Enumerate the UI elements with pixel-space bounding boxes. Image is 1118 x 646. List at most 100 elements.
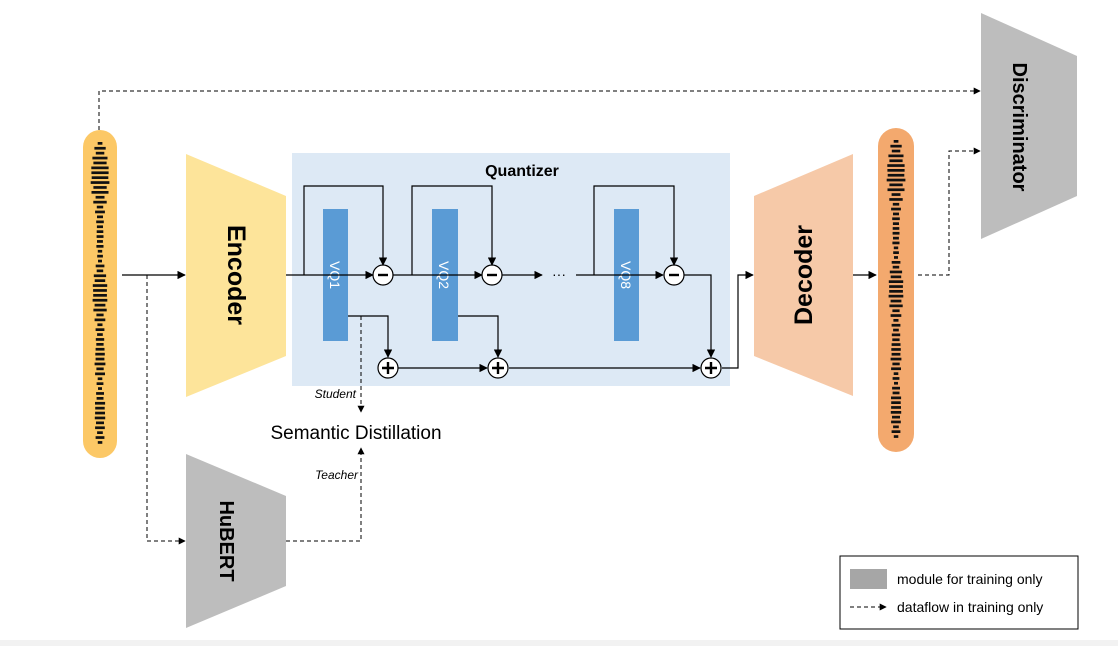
waveform-bar (894, 256, 898, 259)
encoder-label: Encoder (222, 225, 250, 325)
waveform-bar (95, 210, 105, 214)
waveform-bar (893, 246, 899, 250)
waveform-bar (91, 166, 109, 170)
waveform-bar (887, 169, 905, 172)
waveform-bar (96, 392, 104, 395)
waveform-bar (892, 231, 900, 235)
waveform-bar (94, 279, 106, 282)
waveform-bar (90, 181, 110, 184)
input-waveform (83, 130, 117, 458)
waveform-bar (890, 314, 902, 317)
decoder-label: Decoder (790, 225, 818, 325)
waveform-bar (95, 338, 105, 341)
waveform-bar (892, 309, 900, 313)
waveform-bar (97, 254, 103, 258)
waveform-bar (96, 269, 104, 273)
waveform-bar (888, 280, 904, 283)
waveform-bar (891, 149, 901, 153)
waveform-bar (890, 299, 902, 303)
waveform-bar (97, 431, 103, 434)
semantic-distillation-label: Semantic Distillation (270, 423, 441, 444)
add-node-2 (487, 357, 509, 379)
waveform-bar (96, 225, 103, 229)
decoder-block: Decoder (754, 154, 853, 396)
waveform-bar (93, 294, 107, 297)
waveform-bar (888, 154, 904, 158)
dashed-connections (98, 87, 981, 545)
waveform-bar (892, 386, 900, 390)
waveform-bar (94, 146, 106, 150)
waveform-bar (95, 426, 105, 430)
discriminator-block: Discriminator (981, 13, 1077, 239)
waveform-bar (97, 142, 103, 145)
waveform-bar (891, 348, 901, 351)
waveform-bar (891, 333, 901, 337)
waveform-bar (893, 140, 899, 143)
waveform-bar (889, 270, 903, 274)
waveform-bar (890, 144, 902, 148)
waveform-bar (97, 323, 103, 327)
legend: module for training only dataflow in tra… (839, 555, 1079, 630)
waveform-bar (93, 186, 107, 189)
waveform-bar (892, 202, 900, 206)
waveform-bar (96, 397, 104, 400)
hubert-block: HuBERT (186, 454, 286, 628)
waveform-bar (891, 193, 901, 196)
input-waveform-icon (90, 142, 110, 444)
waveform-bar (892, 415, 900, 419)
waveform-bar (95, 264, 105, 268)
subtract-node-1 (372, 264, 394, 286)
waveform-bar (893, 425, 899, 429)
waveform-bar (892, 241, 900, 245)
waveform-bar (887, 188, 905, 192)
discriminator-label: Discriminator (1008, 63, 1030, 192)
waveform-bar (893, 251, 899, 254)
waveform-bar (96, 382, 104, 385)
waveform-bar (891, 323, 901, 327)
waveform-bar (893, 319, 899, 322)
waveform-bar (891, 261, 901, 264)
output-waveform (878, 128, 914, 452)
quantizer-label: Quantizer (485, 163, 559, 180)
waveform-bar (95, 357, 105, 361)
legend-dataflow-label: dataflow in training only (897, 599, 1043, 615)
waveform-bar (892, 227, 900, 230)
waveform-bar (893, 435, 899, 438)
waveform-bar (96, 245, 104, 248)
student-label: Student (315, 387, 357, 401)
waveform-bar (95, 436, 105, 439)
waveform-bar (94, 416, 106, 420)
waveform-bar (890, 411, 902, 414)
waveform-bar (95, 411, 105, 415)
waveform-bar (95, 352, 105, 356)
circled-plus-icon (492, 362, 504, 374)
waveform-bar (94, 318, 106, 322)
waveform-bar (891, 207, 901, 211)
waveform-bar (892, 391, 900, 395)
waveform-bar (892, 222, 899, 225)
waveform-bar (96, 220, 104, 224)
waveform-bar (94, 362, 106, 366)
waveform-bar (891, 406, 901, 409)
waveform-bar (95, 401, 106, 405)
waveform-bar (98, 259, 102, 263)
hubert-label: HuBERT (215, 500, 237, 581)
waveform-bar (891, 396, 902, 400)
waveform-bar (93, 161, 107, 165)
waveform-bar (96, 313, 104, 317)
waveform-bar (98, 387, 102, 390)
waveform-bar (893, 372, 899, 375)
add-node-1 (377, 357, 399, 379)
waveform-bar (891, 420, 901, 424)
waveform-bar (91, 171, 109, 175)
waveform-bar (893, 328, 899, 332)
waveform-bar (889, 304, 903, 308)
waveform-bar (96, 343, 104, 346)
waveform-bar (92, 298, 108, 302)
waveform-bar (96, 230, 104, 233)
waveform-bar (892, 362, 900, 366)
waveform-bar (886, 178, 906, 182)
waveform-bar (890, 275, 902, 279)
waveform-bar (889, 290, 903, 293)
